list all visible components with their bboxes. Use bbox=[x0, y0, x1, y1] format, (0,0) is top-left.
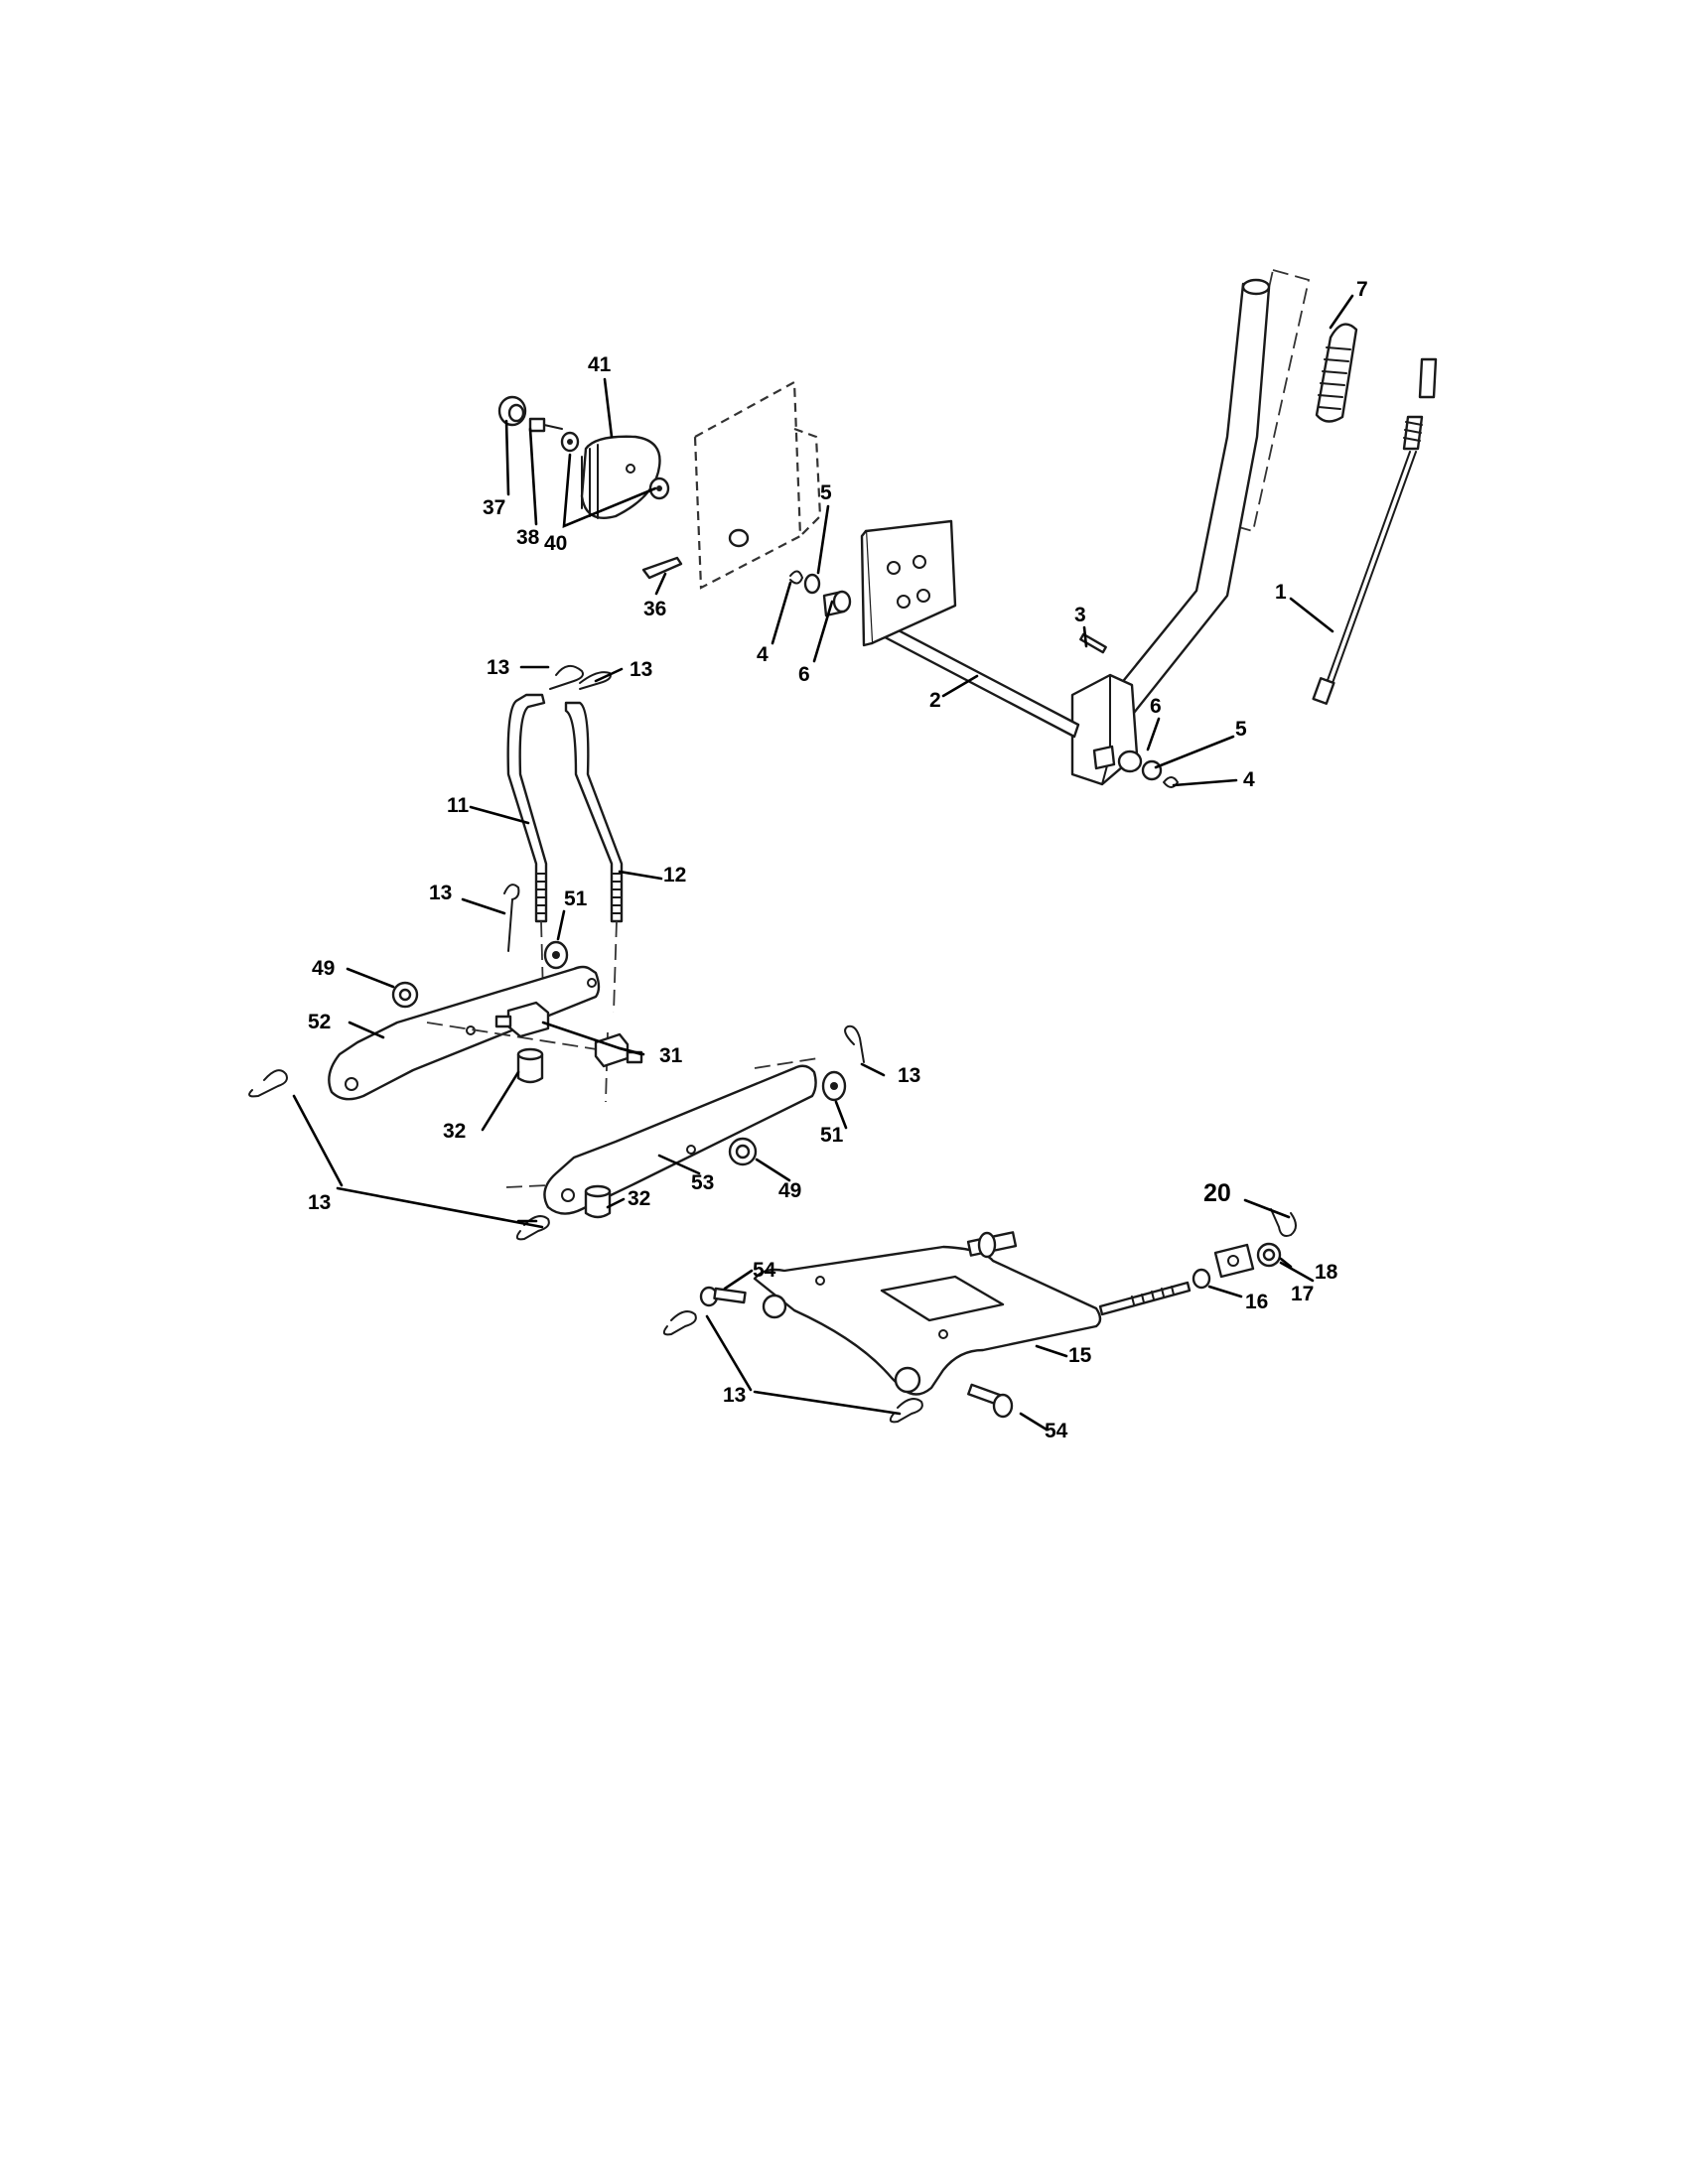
callout-13f: 13 bbox=[723, 1384, 746, 1407]
washer-51b-part bbox=[821, 1070, 847, 1102]
pin-3-part bbox=[1079, 632, 1107, 654]
callout-18: 18 bbox=[1315, 1261, 1338, 1284]
callout-53: 53 bbox=[691, 1171, 714, 1194]
knob-41-part bbox=[580, 435, 661, 519]
callout-3: 3 bbox=[1074, 604, 1086, 626]
threaded-rod-upper-part bbox=[966, 1231, 1018, 1259]
assembly-line-b bbox=[613, 920, 618, 1014]
callout-36: 36 bbox=[643, 598, 666, 620]
hairpin-clip-13d-part bbox=[248, 1069, 288, 1098]
clip-20-part bbox=[1270, 1208, 1297, 1237]
adjuster-block-31a-part bbox=[494, 1001, 550, 1038]
callout-32b: 32 bbox=[628, 1187, 650, 1210]
bushing-6b-part bbox=[1092, 745, 1143, 773]
ring-37-part bbox=[497, 395, 527, 427]
washer-40b-part bbox=[648, 477, 670, 500]
callout-13d: 13 bbox=[898, 1064, 920, 1087]
callout-13a: 13 bbox=[487, 656, 509, 679]
assembly-line-e bbox=[754, 1057, 819, 1069]
assembly-line-d bbox=[426, 1022, 617, 1053]
washer-5b-part bbox=[1141, 759, 1163, 781]
callout-40: 40 bbox=[544, 532, 567, 555]
callout-16: 16 bbox=[1245, 1291, 1268, 1313]
washer-40a-part bbox=[560, 431, 580, 453]
spring-clip-36-part bbox=[641, 556, 683, 580]
callout-13b: 13 bbox=[630, 658, 652, 681]
adjuster-block-31b-part bbox=[594, 1032, 643, 1068]
callout-54b: 54 bbox=[1045, 1420, 1068, 1442]
hairpin-clip-13a-part bbox=[549, 664, 584, 690]
callout-32a: 32 bbox=[443, 1120, 466, 1143]
lift-rod-1-part bbox=[1312, 357, 1438, 705]
lift-link-11-part bbox=[506, 693, 548, 923]
hairpin-clip-13h-part bbox=[889, 1398, 923, 1424]
screw-38-part bbox=[528, 417, 563, 433]
callout-13c: 13 bbox=[429, 882, 452, 904]
callout-11: 11 bbox=[447, 794, 470, 817]
hanger-15-part bbox=[753, 1245, 1102, 1396]
callout-54a: 54 bbox=[753, 1259, 776, 1282]
bolt-54a-part bbox=[699, 1286, 747, 1307]
lift-lever-handle-part bbox=[1070, 268, 1311, 786]
hairpin-clip-13e-part bbox=[844, 1024, 865, 1063]
callout-38: 38 bbox=[516, 526, 540, 549]
pivot-shaft-2-part bbox=[860, 519, 1080, 739]
washer-5a-part bbox=[803, 573, 821, 595]
hairpin-clip-13c-part bbox=[503, 884, 520, 952]
callout-4a: 4 bbox=[757, 643, 769, 666]
hairpin-clip-13g-part bbox=[662, 1310, 697, 1336]
callout-49a: 49 bbox=[312, 957, 335, 980]
washer-51a-part bbox=[543, 940, 569, 970]
clevis-17-part bbox=[1213, 1243, 1255, 1279]
callout-20: 20 bbox=[1203, 1179, 1231, 1207]
clip-4b-part bbox=[1163, 776, 1180, 788]
spacer-49a-part bbox=[391, 981, 419, 1009]
callout-2: 2 bbox=[929, 689, 941, 712]
leader-lines bbox=[292, 294, 1354, 1432]
callout-6a: 6 bbox=[798, 663, 810, 686]
bolt-54b-part bbox=[967, 1383, 1014, 1419]
spacer-49b-part bbox=[728, 1137, 758, 1166]
callout-1: 1 bbox=[1275, 581, 1287, 604]
callout-51b: 51 bbox=[820, 1124, 844, 1147]
clip-4a-part bbox=[789, 570, 804, 585]
nut-32b-part bbox=[584, 1184, 612, 1219]
assembly-line-f bbox=[505, 1184, 549, 1188]
threaded-rod-lower-part bbox=[1098, 1281, 1192, 1316]
nut-18-part bbox=[1256, 1242, 1282, 1268]
dashed-frame-outline-part bbox=[693, 380, 822, 590]
callout-6b: 6 bbox=[1150, 695, 1162, 718]
callout-5b: 5 bbox=[1235, 718, 1247, 741]
hairpin-clip-13f-part bbox=[515, 1215, 550, 1241]
callout-51a: 51 bbox=[564, 887, 588, 910]
callout-15: 15 bbox=[1068, 1344, 1092, 1367]
hairpin-clip-13b-part bbox=[579, 671, 612, 690]
callout-13e: 13 bbox=[308, 1191, 331, 1214]
callout-12: 12 bbox=[663, 864, 686, 887]
callout-4b: 4 bbox=[1243, 768, 1255, 791]
nut-left-shaft-part bbox=[728, 528, 750, 548]
callout-31: 31 bbox=[659, 1044, 683, 1067]
callout-37: 37 bbox=[483, 496, 505, 519]
bushing-6a-part bbox=[822, 590, 852, 617]
nut-32a-part bbox=[516, 1047, 544, 1084]
lift-arm-52-part bbox=[328, 965, 601, 1101]
callout-5a: 5 bbox=[820, 481, 832, 504]
callout-17: 17 bbox=[1291, 1283, 1314, 1305]
callout-52: 52 bbox=[308, 1011, 331, 1033]
callout-41: 41 bbox=[588, 353, 612, 376]
lift-arm-53-part bbox=[543, 1064, 817, 1215]
nut-16-part bbox=[1192, 1268, 1211, 1290]
grip-7-part bbox=[1315, 323, 1358, 423]
callout-7: 7 bbox=[1356, 278, 1368, 301]
callout-49b: 49 bbox=[778, 1179, 801, 1202]
